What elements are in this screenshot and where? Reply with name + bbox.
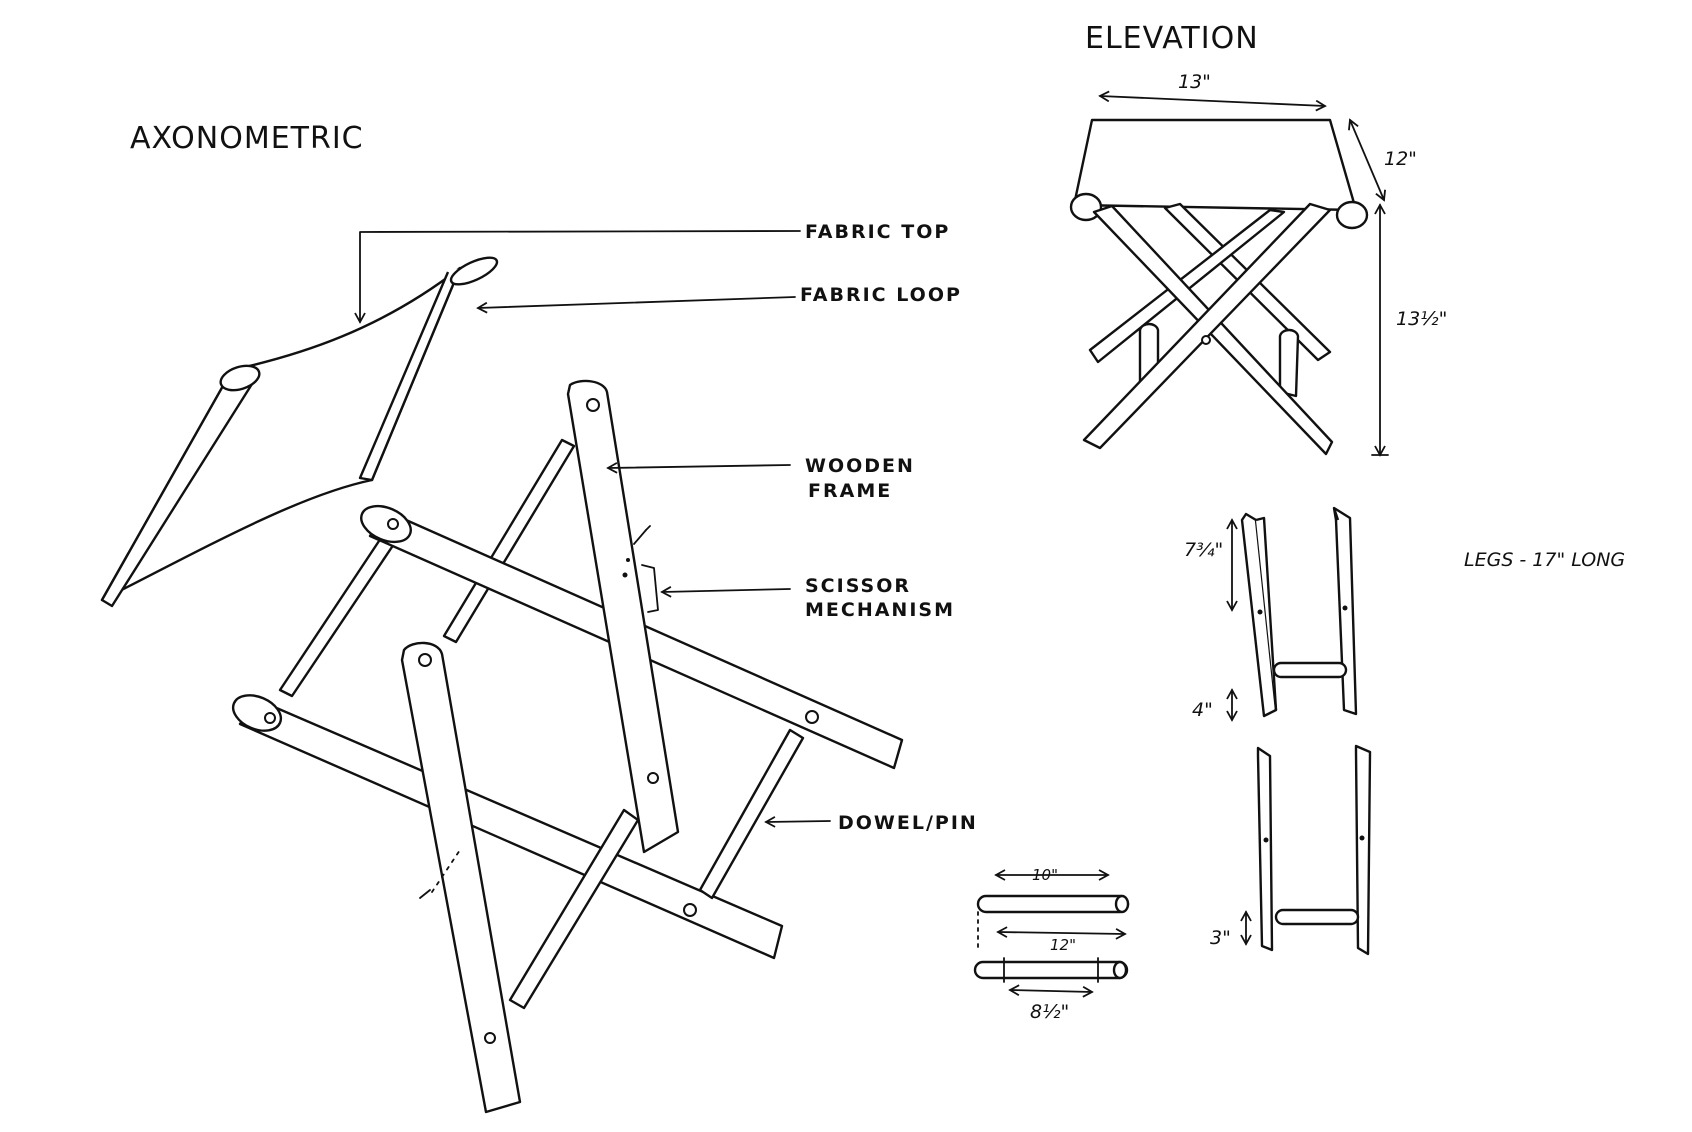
dowel-length-c-text: 8½" (1030, 1001, 1069, 1023)
leg-upper-offset-text: 7¾" (1184, 539, 1223, 561)
dim-depth-text: 12" (1384, 148, 1417, 170)
scissor-leader (660, 586, 791, 598)
elevation-roll-left (1069, 192, 1103, 222)
dowel-length-a-text: 10" (1032, 866, 1058, 884)
leg-assembly-lower (1240, 744, 1372, 956)
dowel-pin-label: DOWEL/PIN (838, 812, 978, 834)
dowel-front-left (508, 808, 640, 1010)
fabric-top-leader (354, 230, 801, 324)
scissor-label-1: SCISSOR (805, 575, 911, 597)
dowel-details (973, 869, 1130, 998)
dim-height-text: 13½" (1396, 308, 1447, 330)
dowel-back-left (278, 530, 400, 698)
elevation-roll-right (1335, 200, 1369, 230)
dim-width-text: 13" (1178, 71, 1211, 93)
legs-length-note: LEGS - 17" LONG (1464, 549, 1625, 571)
dowel-leader (764, 816, 831, 828)
elevation-seat (1072, 118, 1358, 212)
leg-gap-b-text: 3" (1210, 927, 1231, 949)
fabric-top-label: FABRIC TOP (805, 221, 950, 243)
axonometric-title: AXONOMETRIC (130, 121, 364, 156)
fabric-loop-label: FABRIC LOOP (800, 284, 962, 306)
leg-tall (566, 379, 680, 854)
dim-width (1098, 90, 1327, 112)
fabric-loop-leader (476, 296, 796, 314)
elevation-drawing (1069, 90, 1389, 457)
axonometric-drawing (100, 230, 904, 1114)
leg-short (400, 641, 522, 1114)
elevation-leg-b (1082, 202, 1332, 450)
fabric-top-part (100, 256, 499, 608)
dowel-length-b-text: 12" (1050, 936, 1076, 954)
rail-lower (231, 694, 784, 960)
leg-gap-a-text: 4" (1192, 699, 1213, 721)
dim-depth (1348, 118, 1386, 202)
scissor-label-2: MECHANISM (805, 599, 955, 621)
leg-assembly-upper (1226, 506, 1358, 722)
wooden-frame-label-1: WOODEN (805, 455, 915, 477)
wooden-frame-label-2: FRAME (808, 480, 892, 502)
dowel-front-right (698, 728, 805, 900)
elevation-title: ELEVATION (1085, 21, 1259, 56)
wooden-frame-leader (606, 462, 791, 474)
